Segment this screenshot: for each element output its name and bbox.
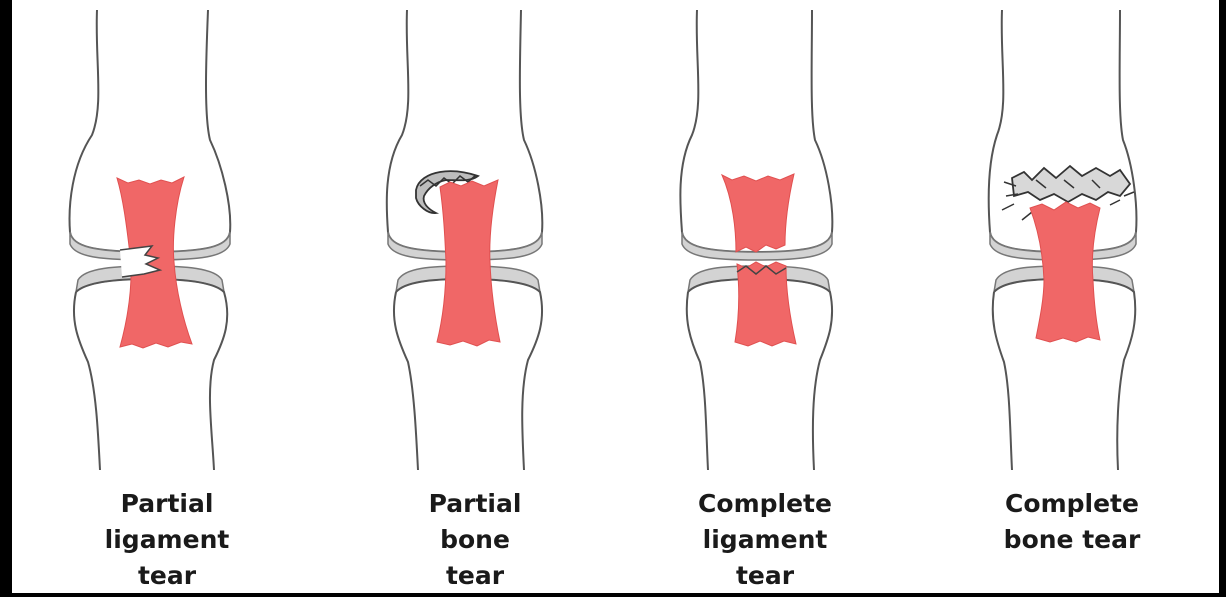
label-complete-ligament-tear: Complete ligament tear <box>655 486 875 594</box>
ligament <box>437 180 500 346</box>
joint-complete-bone-tear <box>989 10 1137 470</box>
joint-partial-bone-tear <box>387 10 543 470</box>
joint-complete-ligament-tear <box>680 10 832 470</box>
label-partial-bone-tear: Partial bone tear <box>365 486 585 594</box>
joint-partial-ligament-tear <box>70 10 231 470</box>
label-complete-bone-tear: Complete bone tear <box>962 486 1182 558</box>
label-partial-ligament-tear: Partial ligament tear <box>57 486 277 594</box>
